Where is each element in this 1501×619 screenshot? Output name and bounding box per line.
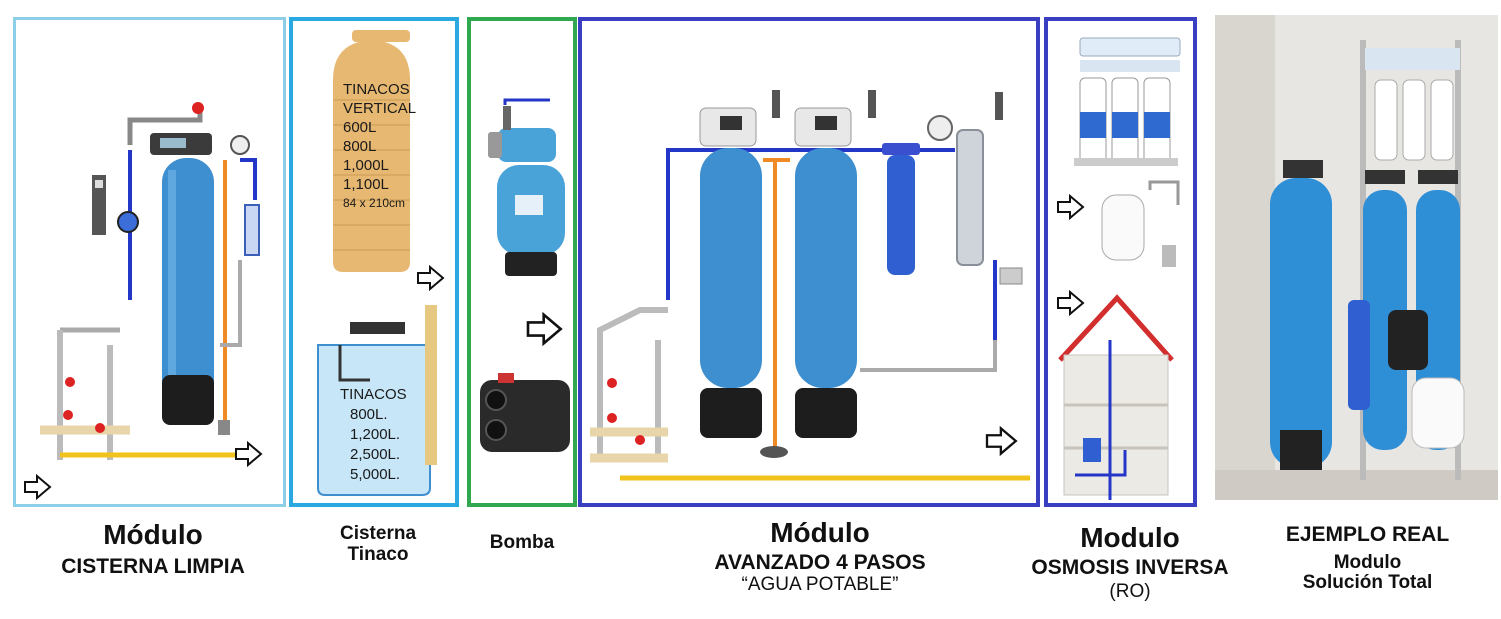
- tinaco-vertical-label: TINACOS VERTICAL 600L 800L 1,000L 1,100L…: [343, 81, 417, 210]
- caption-subtitle: AVANZADO 4 PASOS: [714, 551, 926, 575]
- flow-arrow-icon: [1057, 290, 1085, 316]
- bomba-hydro-pump: [488, 98, 565, 276]
- osmosis-system: [1058, 37, 1181, 500]
- caption-osmosis: Modulo OSMOSIS INVERSA (RO): [1010, 522, 1250, 602]
- caption-note: “AGUA POTABLE”: [741, 573, 899, 595]
- caption-ejemplo-real: EJEMPLO REAL Modulo Solución Total: [1260, 523, 1475, 594]
- caption-bomba: Bomba: [470, 532, 574, 554]
- cisterna-tank: [317, 305, 437, 496]
- bomba-pressure-pump: [480, 373, 570, 452]
- ejemplo-real-photo: [1215, 15, 1498, 500]
- caption-note: (RO): [1109, 580, 1151, 602]
- caption-title: Módulo: [103, 519, 203, 550]
- caption-subtitle: CISTERNA LIMPIA: [61, 555, 245, 579]
- caption-cisterna-limpia: Módulo CISTERNA LIMPIA: [13, 519, 293, 579]
- caption-title: Bomba: [489, 532, 555, 553]
- caption-title: Modulo: [1080, 522, 1180, 553]
- caption-line2: Modulo: [1333, 551, 1402, 573]
- tinaco-vertical: [333, 30, 410, 272]
- caption-line3: Solución Total: [1302, 572, 1433, 594]
- cisterna-limpia-system: [40, 102, 260, 460]
- caption-cisterna-tinaco: Cisterna Tinaco: [318, 523, 438, 565]
- flow-arrow-icon: [985, 426, 1018, 456]
- flow-arrow-icon: [417, 265, 445, 291]
- flow-arrow-icon: [526, 312, 563, 346]
- flow-arrow-icon: [1057, 194, 1085, 220]
- caption-line2: Tinaco: [347, 543, 409, 565]
- caption-subtitle: OSMOSIS INVERSA: [1031, 556, 1229, 580]
- caption-title: Módulo: [770, 517, 870, 548]
- flow-arrow-icon: [235, 441, 263, 467]
- caption-title: EJEMPLO REAL: [1285, 523, 1450, 546]
- flow-arrow-icon: [24, 474, 52, 500]
- caption-line1: Cisterna: [339, 523, 417, 544]
- avanzado-system: [590, 90, 1030, 481]
- caption-avanzado: Módulo AVANZADO 4 PASOS “AGUA POTABLE”: [640, 517, 1000, 595]
- cisterna-tank-label: TINACOS 800L. 1,200L. 2,500L. 5,000L.: [340, 386, 407, 483]
